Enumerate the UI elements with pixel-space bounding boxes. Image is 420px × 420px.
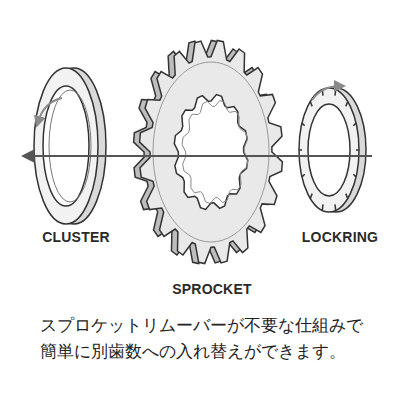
cluster-ring bbox=[34, 68, 106, 224]
lockring bbox=[299, 88, 366, 212]
part-name: LOCKRING bbox=[302, 229, 378, 245]
sprocket-gear bbox=[134, 40, 283, 263]
rotation-arrow bbox=[312, 86, 340, 100]
caption: スプロケットリムーバーが不要な仕組みで 簡単に別歯数への入れ替えができます。 bbox=[40, 313, 400, 366]
direction-arrow bbox=[32, 155, 372, 157]
part-name: CLUSTER bbox=[42, 229, 110, 245]
rotation-arrow bbox=[38, 98, 62, 122]
part-name: SPROCKET bbox=[172, 281, 251, 297]
